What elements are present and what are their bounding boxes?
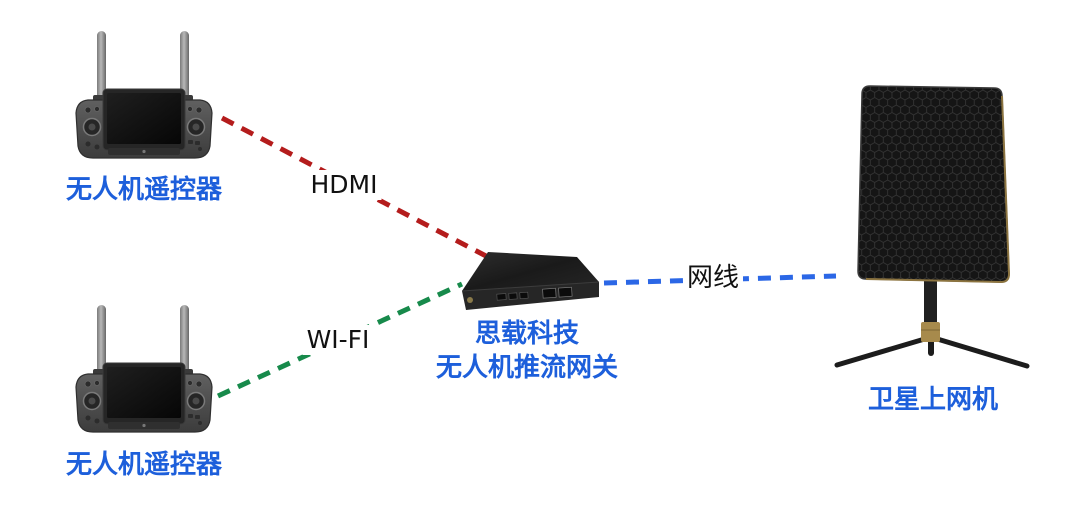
satellite-terminal-icon [834, 85, 1030, 369]
remote-controller-icon [75, 30, 213, 159]
gateway-box-icon [461, 252, 600, 310]
antenna-connector [467, 297, 473, 303]
gateway-brand: 思载科技 [474, 319, 580, 349]
gateway-label: 思载科技 无人机推流网关 [436, 317, 618, 385]
controller-top-label: 无人机遥控器 [65, 175, 223, 205]
hdmi-link-label: HDMI [306, 170, 382, 200]
hdmi-link-line [220, 115, 488, 259]
wifi-link-label: WI-FI [302, 325, 374, 355]
remote-controller-icon [75, 304, 213, 433]
gateway-ports [496, 286, 573, 301]
satellite-terminal-label: 卫星上网机 [867, 385, 999, 415]
ethernet-link-label: 网线 [682, 263, 744, 293]
gateway-name: 无人机推流网关 [435, 353, 619, 383]
controller-bottom-label: 无人机遥控器 [65, 450, 223, 480]
